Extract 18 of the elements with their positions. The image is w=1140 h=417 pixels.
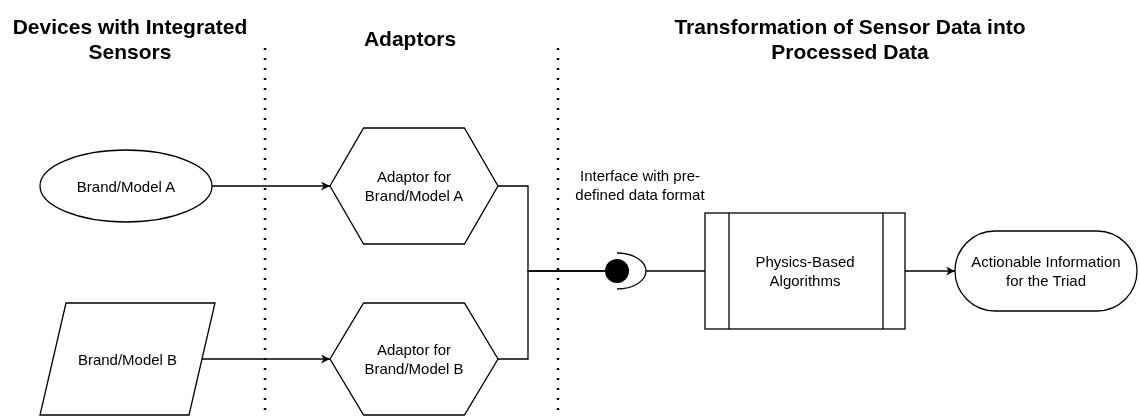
hexagon-node — [330, 303, 498, 415]
column-heading: Transformation of Sensor Data into Processed Data — [673, 14, 1027, 64]
column-heading: Devices with Integrated Sensors — [11, 14, 249, 64]
ellipse-node — [40, 150, 212, 222]
connector-line — [497, 270, 606, 360]
hexagon-node — [330, 128, 498, 244]
node-label: Brand/Model A — [76, 176, 176, 196]
connector-line — [645, 270, 706, 272]
node-label: Brand/Model B — [77, 349, 178, 369]
node-label: Actionable Information for the Triad — [971, 252, 1121, 290]
node-label: Adaptor for Brand/Model B — [364, 340, 464, 378]
parallelogram-node — [40, 303, 215, 415]
node-label: Adaptor for Brand/Model A — [364, 167, 464, 205]
node-label: Physics-Based Algorithms — [754, 252, 856, 290]
interface-symbol — [605, 253, 646, 289]
column-heading: Adaptors — [362, 26, 458, 51]
process-box — [705, 213, 905, 329]
interface-label: Interface with pre-defined data format — [574, 166, 706, 204]
